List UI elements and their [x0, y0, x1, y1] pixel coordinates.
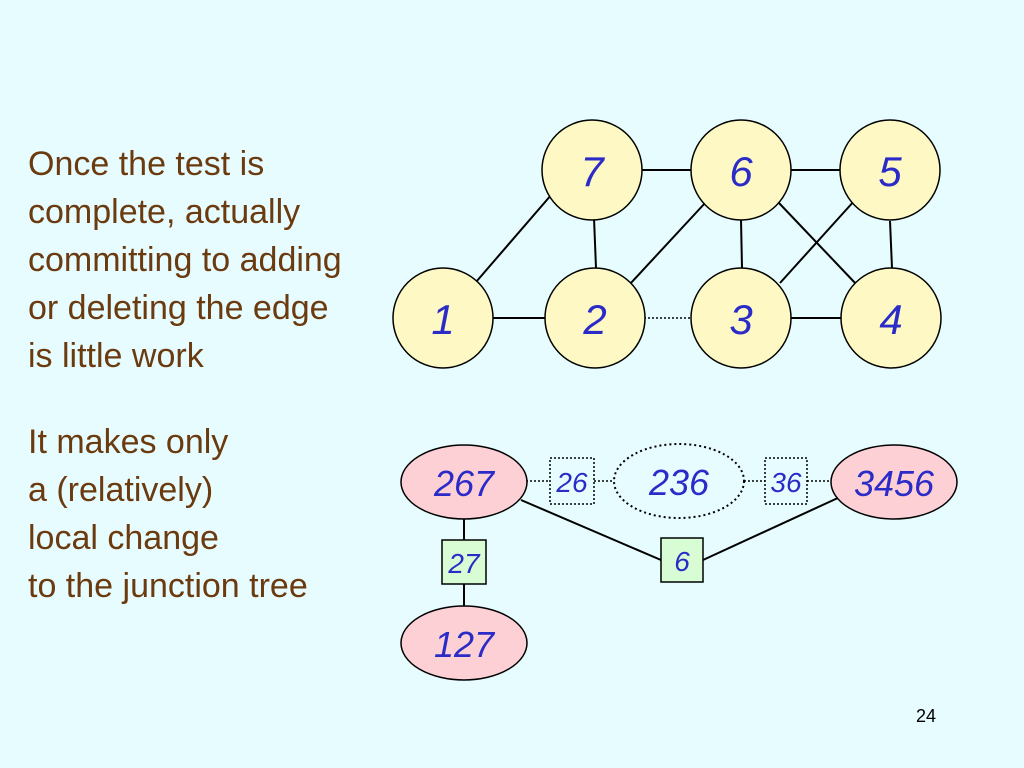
clique-267: 267 — [400, 444, 528, 520]
text-line: to the junction tree — [28, 567, 308, 605]
graph-node-5: 5 — [839, 119, 941, 221]
graph-node-7: 7 — [541, 119, 643, 221]
graph-node-4: 4 — [840, 267, 942, 369]
graph-edge-5-4 — [889, 220, 893, 269]
node-label: 1 — [431, 296, 454, 343]
jt-edge-6-3456 — [702, 496, 841, 561]
separator-label: 26 — [555, 467, 588, 498]
graph-node-1: 1 — [392, 267, 494, 369]
separator-27: 27 — [441, 539, 487, 585]
separator-label: 6 — [674, 546, 690, 577]
text-line: is little work — [28, 337, 204, 375]
node-label: 3 — [729, 296, 752, 343]
explanation-text-2: It makes only a (relatively) local chang… — [28, 418, 308, 610]
page-number: 24 — [915, 706, 936, 726]
graph-edge-2-6 — [629, 201, 707, 285]
graph-edges — [475, 169, 893, 319]
junction-tree-edges — [463, 480, 841, 607]
node-label: 4 — [879, 296, 902, 343]
clique-236: 236 — [613, 443, 745, 519]
graph-node-3: 3 — [690, 267, 792, 369]
clique-label: 236 — [648, 462, 710, 503]
clique-3456: 3456 — [830, 444, 958, 520]
text-line: committing to adding — [28, 241, 342, 279]
junction-tree-separators: 26 36 27 6 — [441, 457, 808, 585]
text-line: or deleting the edge — [28, 289, 329, 327]
text-line: complete, actually — [28, 193, 301, 231]
node-label: 7 — [580, 148, 605, 195]
node-label: 5 — [878, 148, 902, 195]
graph-node-6: 6 — [690, 119, 792, 221]
node-label: 6 — [729, 148, 753, 195]
separator-6: 6 — [660, 537, 704, 583]
graph-edge-6-4 — [778, 202, 858, 286]
text-line: a (relatively) — [28, 471, 214, 509]
separator-26: 26 — [549, 457, 595, 505]
clique-127: 127 — [400, 605, 528, 681]
clique-label: 267 — [433, 463, 496, 504]
clique-label: 3456 — [854, 463, 935, 504]
text-line: Once the test is — [28, 145, 265, 183]
jt-edge-267-6 — [520, 499, 662, 561]
graph-edge-1-7 — [475, 193, 553, 283]
text-line: local change — [28, 519, 219, 557]
graph-nodes: 7 6 5 1 2 3 4 — [392, 119, 942, 369]
separator-36: 36 — [764, 457, 808, 505]
graph-edge-7-2 — [593, 217, 597, 269]
separator-label: 36 — [770, 467, 802, 498]
junction-tree-cliques: 267 236 3456 127 — [400, 443, 958, 681]
text-line: It makes only — [28, 423, 229, 461]
graph-edge-6-3 — [740, 219, 743, 269]
node-label: 2 — [582, 296, 606, 343]
explanation-text-1: Once the test is complete, actually comm… — [28, 140, 342, 380]
graph-node-2: 2 — [544, 267, 646, 369]
graph-edge-5-3 — [779, 199, 856, 284]
clique-label: 127 — [434, 624, 496, 665]
separator-label: 27 — [447, 548, 481, 579]
